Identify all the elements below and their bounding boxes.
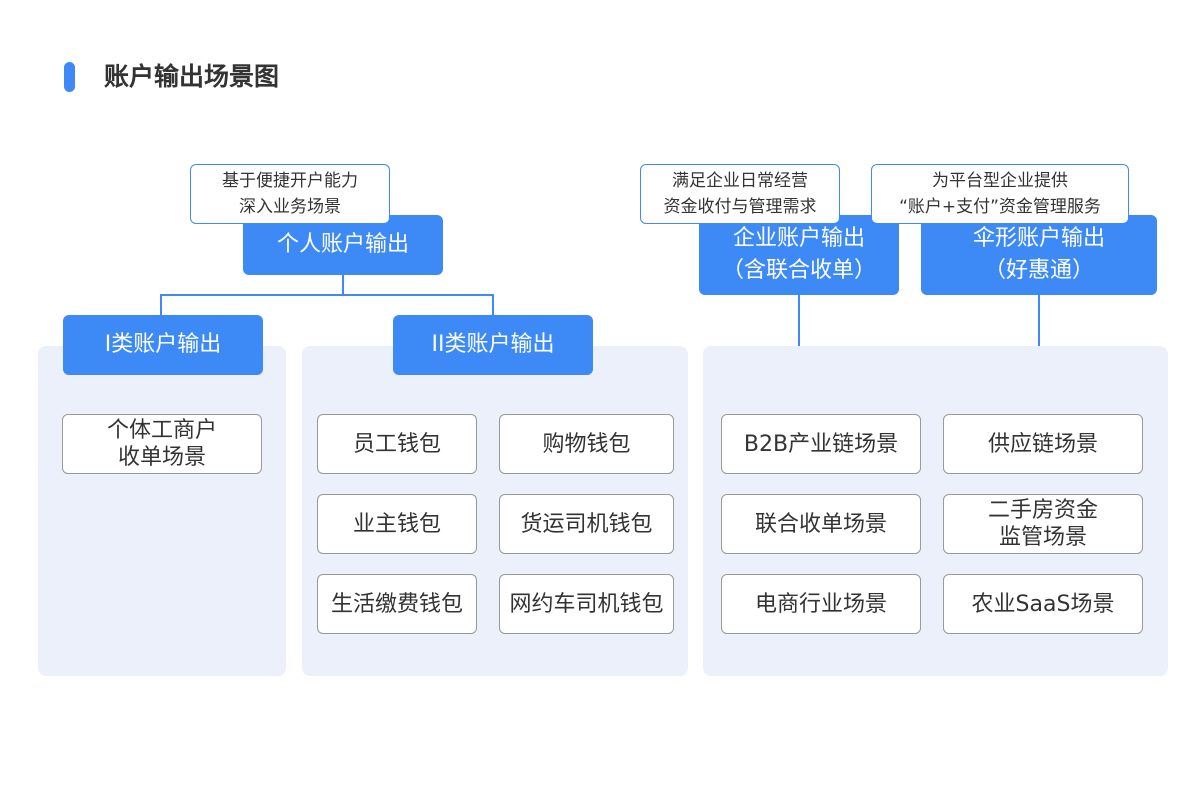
connector-line — [342, 274, 344, 295]
umbrella-note: 为平台型企业提供 “账户+支付”资金管理服务 — [871, 164, 1129, 224]
scene-label: 联合收单场景 — [754, 511, 887, 537]
personal-account-head: 个人账户输出 — [243, 215, 443, 275]
type2-account-label: II类账户输出 — [431, 332, 555, 357]
scene-box: 电商行业场景 — [721, 574, 921, 634]
connector-line — [492, 294, 494, 316]
personal-account-label: 个人账户输出 — [276, 232, 409, 257]
scene-label: 农业SaaS场景 — [971, 591, 1115, 617]
connector-line — [798, 294, 800, 346]
scene-box: 购物钱包 — [499, 414, 674, 474]
scene-label: 收单场景 — [117, 445, 206, 470]
note-line: 深入业务场景 — [239, 197, 341, 217]
scene-label: 电商行业场景 — [754, 591, 887, 617]
panel-type1 — [38, 346, 286, 676]
scene-label: 供应链场景 — [987, 431, 1098, 457]
scene-box: 联合收单场景 — [721, 494, 921, 554]
scene-box: 二手房资金 监管场景 — [943, 494, 1143, 554]
scene-label: 个体工商户 — [106, 418, 217, 443]
personal-note: 基于便捷开户能力 深入业务场景 — [190, 164, 390, 224]
type2-account-head: II类账户输出 — [393, 315, 593, 375]
scene-box: 员工钱包 — [317, 414, 477, 474]
title-accent-bar — [64, 62, 75, 92]
connector-line — [1038, 294, 1040, 346]
head-line: （好惠通） — [983, 258, 1094, 283]
note-line: “账户+支付”资金管理服务 — [899, 197, 1101, 217]
scene-box: 网约车司机钱包 — [499, 574, 674, 634]
page-title: 账户输出场景图 — [104, 62, 280, 91]
type1-account-label: I类账户输出 — [104, 332, 222, 357]
scene-label: 生活缴费钱包 — [330, 591, 463, 617]
scene-box: 供应链场景 — [943, 414, 1143, 474]
enterprise-account-head: 企业账户输出 （含联合收单） — [699, 215, 899, 295]
note-line: 为平台型企业提供 — [932, 171, 1068, 191]
note-line: 满足企业日常经营 — [672, 171, 808, 191]
scene-box: 农业SaaS场景 — [943, 574, 1143, 634]
enterprise-note: 满足企业日常经营 资金收付与管理需求 — [640, 164, 840, 224]
scene-label: 二手房资金 — [987, 498, 1098, 523]
scene-label: 业主钱包 — [352, 511, 441, 537]
connector-line — [160, 294, 494, 296]
scene-label: 员工钱包 — [352, 431, 441, 457]
scene-box: B2B产业链场景 — [721, 414, 921, 474]
scene-box: 生活缴费钱包 — [317, 574, 477, 634]
type1-account-head: I类账户输出 — [63, 315, 263, 375]
scene-label: 网约车司机钱包 — [509, 591, 664, 617]
head-line: 企业账户输出 — [732, 226, 865, 251]
umbrella-account-head: 伞形账户输出 （好惠通） — [921, 215, 1157, 295]
scene-box: 个体工商户 收单场景 — [62, 414, 262, 474]
scene-label: 购物钱包 — [542, 431, 631, 457]
note-line: 基于便捷开户能力 — [222, 171, 358, 191]
head-line: 伞形账户输出 — [972, 226, 1105, 251]
note-line: 资金收付与管理需求 — [663, 197, 817, 217]
scene-label: B2B产业链场景 — [743, 431, 899, 457]
head-line: （含联合收单） — [721, 258, 876, 283]
scene-label: 货运司机钱包 — [520, 511, 653, 537]
scene-box: 业主钱包 — [317, 494, 477, 554]
scene-label: 监管场景 — [998, 525, 1087, 550]
scene-box: 货运司机钱包 — [499, 494, 674, 554]
connector-line — [160, 294, 162, 316]
